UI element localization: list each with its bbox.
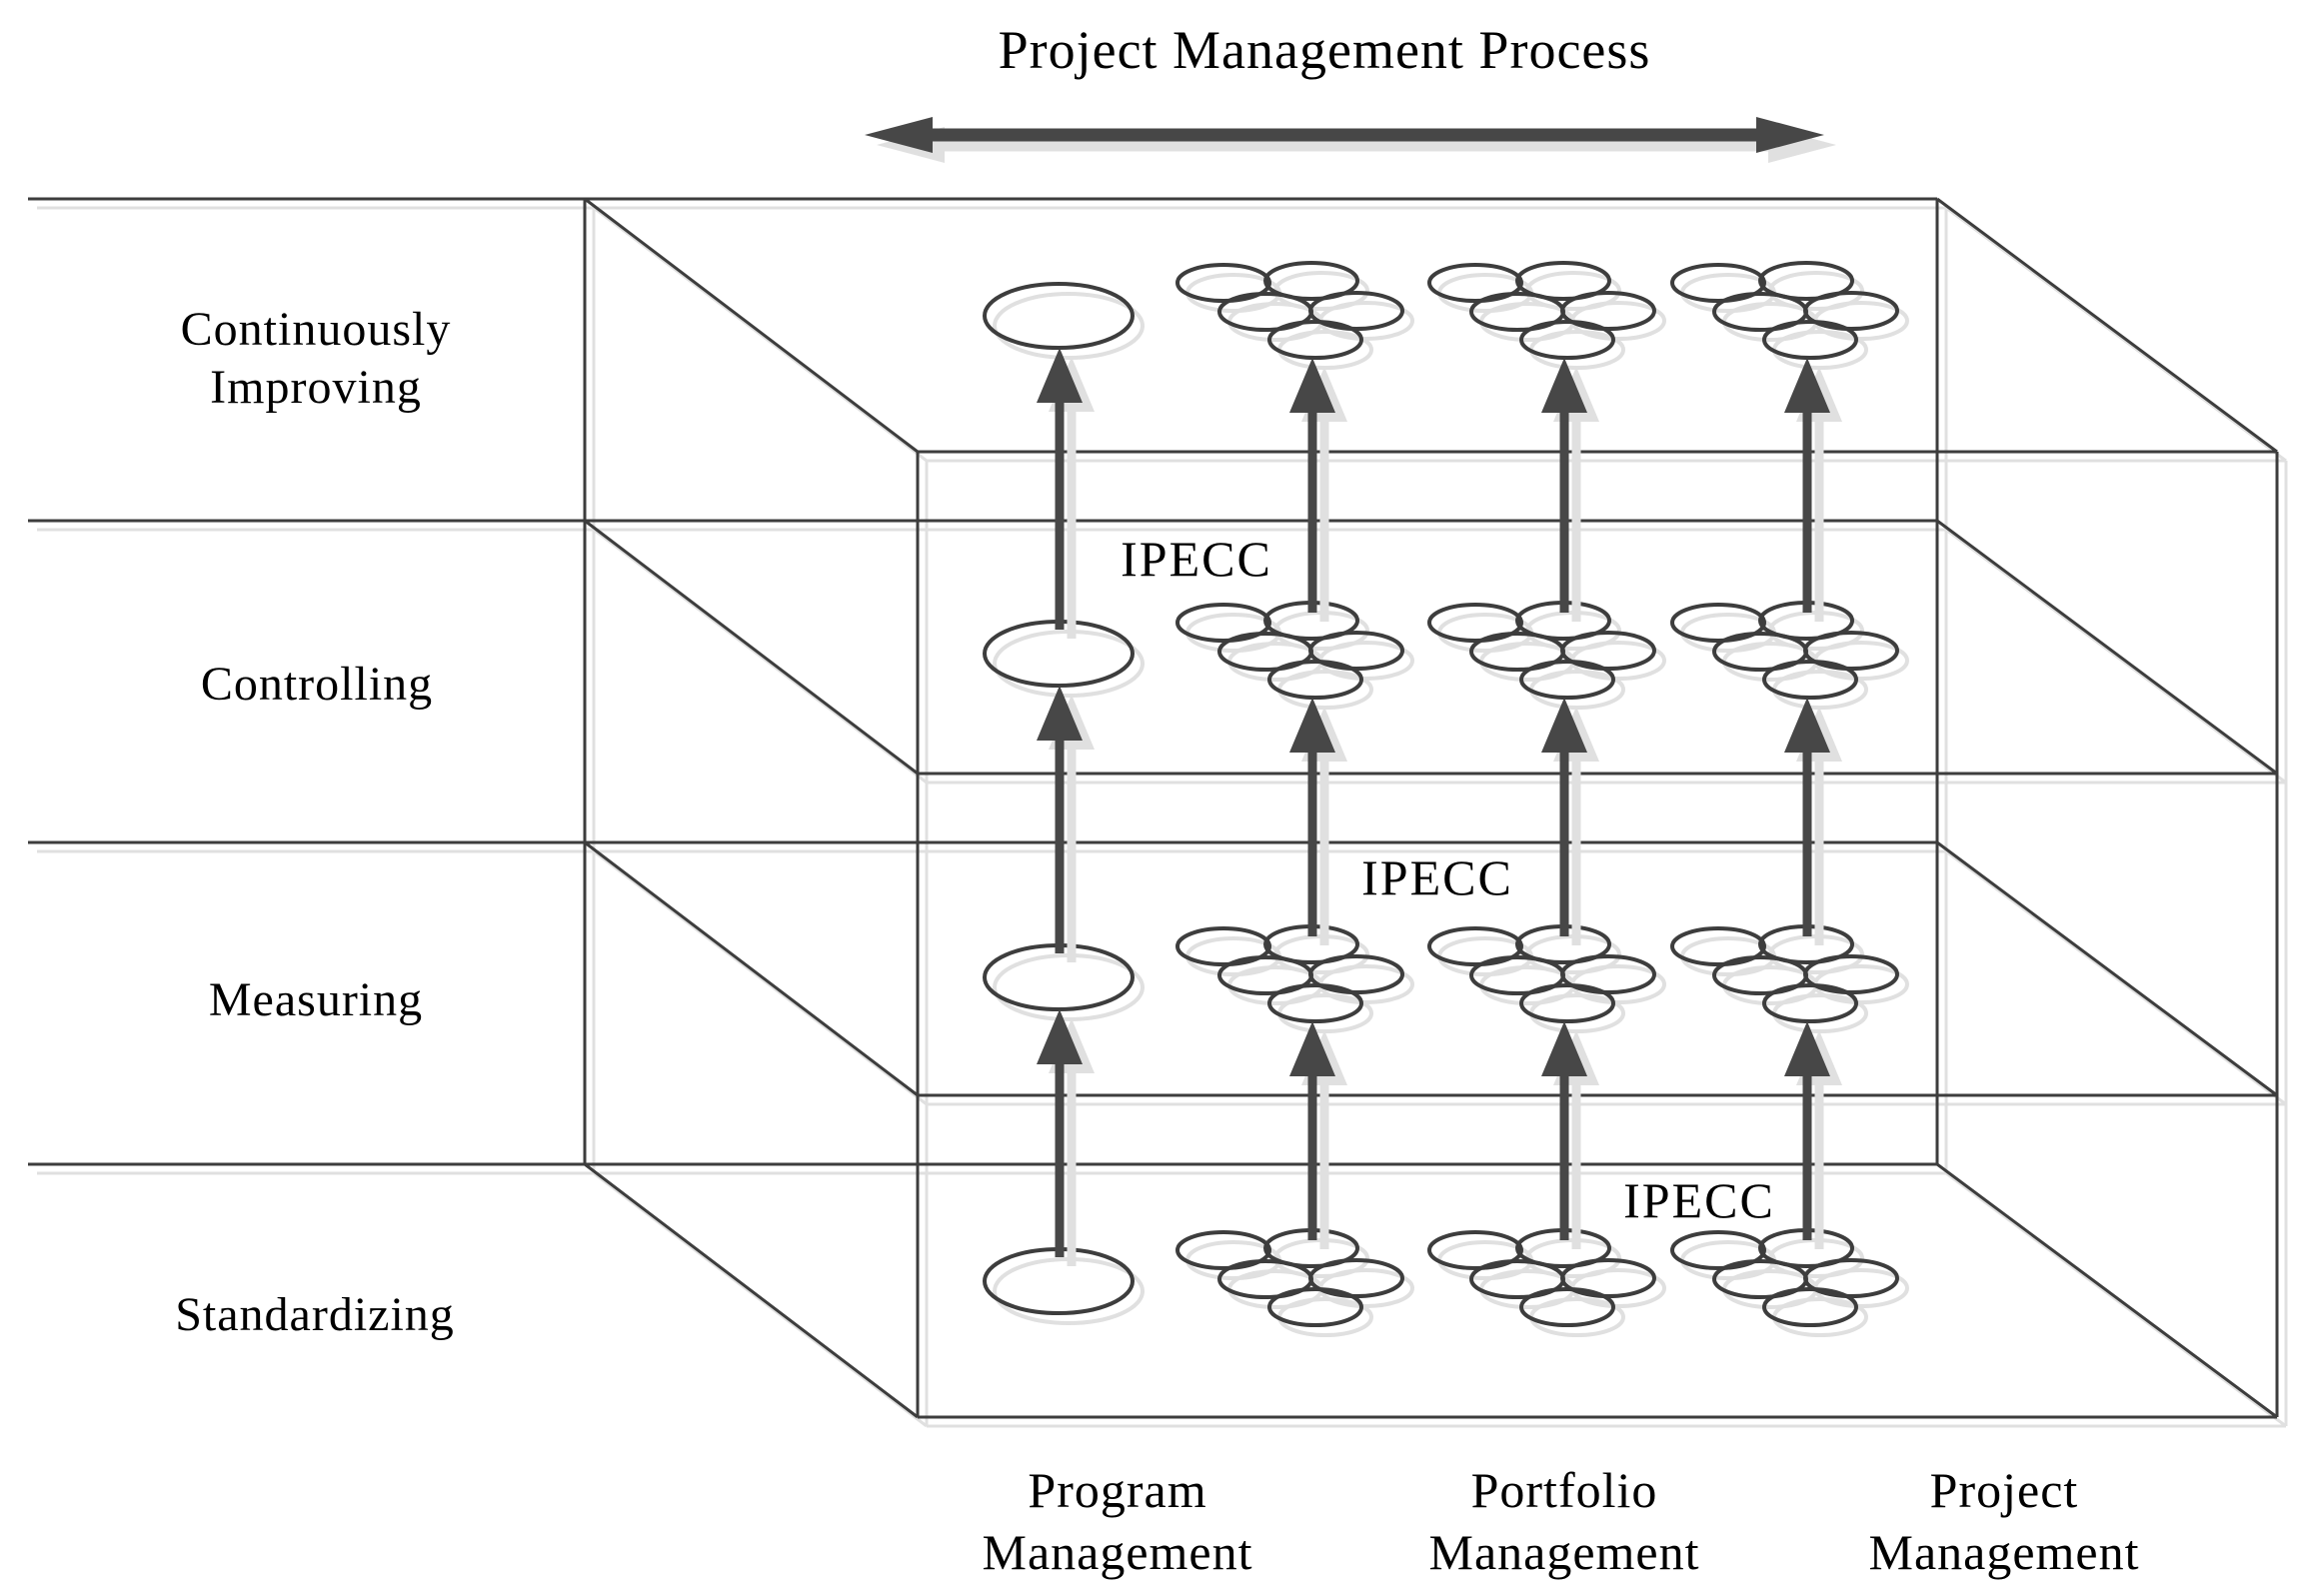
cluster-ellipse [1803, 291, 1899, 331]
up-arrow-icon [1784, 698, 1830, 936]
large-ellipse-shadow [993, 292, 1145, 360]
cluster-ellipse [1175, 603, 1271, 643]
row-label-continuously: Continuously [181, 303, 452, 356]
cluster-ellipse [1560, 631, 1656, 671]
cluster-ellipse [1267, 660, 1363, 700]
cluster-ellipse [1308, 1258, 1404, 1298]
up-arrow-icon [1289, 1021, 1335, 1240]
flow-arrows [865, 117, 1830, 1257]
col-label-program-1: Program [1028, 1462, 1206, 1518]
cluster-ellipse [1427, 263, 1523, 303]
cluster-ellipse [1560, 291, 1656, 331]
cluster-ellipse [1175, 263, 1271, 303]
cluster-ellipse [1670, 1230, 1766, 1270]
up-arrow-icon [1037, 686, 1083, 953]
cluster-ellipse [1519, 983, 1615, 1023]
cluster-ellipse [1560, 954, 1656, 994]
col-label-portfolio-1: Portfolio [1471, 1462, 1658, 1518]
up-arrow-shadow [1049, 357, 1095, 639]
cluster-ellipse [1267, 983, 1363, 1023]
large-ellipse [983, 282, 1135, 350]
wireframe-path [28, 197, 2279, 1419]
up-arrow-icon [1289, 358, 1335, 613]
wireframe-lines [28, 197, 2279, 1419]
wireframe-shadow-lines [37, 206, 2288, 1428]
cluster-ellipse [1762, 983, 1858, 1023]
cluster-ellipse [1175, 926, 1271, 966]
up-arrow-shadow [1553, 707, 1599, 945]
up-arrow-icon [1037, 348, 1083, 630]
col-label-portfolio-2: Management [1428, 1524, 1699, 1580]
cluster-ellipse [1515, 261, 1611, 301]
col-label-program-2: Management [982, 1524, 1252, 1580]
ipecc-label-3: IPECC [1623, 1172, 1775, 1228]
cluster-ellipse [1427, 1230, 1523, 1270]
cluster-ellipse [1267, 320, 1363, 360]
up-arrow-icon [1289, 698, 1335, 936]
text-layer: Project Management Process Continuously … [175, 20, 2139, 1580]
cluster-ellipse [1267, 1287, 1363, 1327]
cluster-ellipse [1670, 926, 1766, 966]
col-label-project-2: Management [1868, 1524, 2139, 1580]
cluster-ellipse [1758, 261, 1854, 301]
up-arrow-icon [1541, 358, 1587, 613]
double-headed-arrow-icon [865, 117, 1824, 153]
ipecc-label-2: IPECC [1361, 849, 1513, 905]
up-arrow-shadow [1796, 367, 1842, 622]
up-arrow-icon [1784, 358, 1830, 613]
up-arrow-icon [1541, 1021, 1587, 1240]
up-arrow-shadow [1049, 1018, 1095, 1266]
diagram-title: Project Management Process [999, 20, 1651, 80]
cluster-ellipse [1670, 603, 1766, 643]
up-arrow-icon [1037, 1009, 1083, 1257]
up-arrow-icon [1541, 698, 1587, 936]
col-label-project-1: Project [1930, 1462, 2079, 1518]
ipecc-label-1: IPECC [1121, 531, 1272, 587]
cluster-ellipse [1560, 1258, 1656, 1298]
row-label-measuring: Measuring [209, 973, 423, 1026]
cluster-ellipse [1263, 261, 1359, 301]
row-label-controlling: Controlling [201, 658, 433, 711]
cluster-ellipse [1762, 1287, 1858, 1327]
cluster-ellipse [1803, 1258, 1899, 1298]
cluster-ellipse [1308, 954, 1404, 994]
cluster-ellipse [1175, 1230, 1271, 1270]
cluster-ellipse [1308, 291, 1404, 331]
wireframe-shadow-path [37, 206, 2288, 1428]
cluster-ellipse [1427, 603, 1523, 643]
cluster-ellipse [1803, 631, 1899, 671]
cluster-ellipse [1519, 660, 1615, 700]
cluster-ellipse [1519, 320, 1615, 360]
up-arrow-icon [1784, 1021, 1830, 1240]
cluster-ellipse [1762, 320, 1858, 360]
cluster-ellipse [1308, 631, 1404, 671]
row-label-improving: Improving [210, 361, 422, 414]
cluster-ellipse [1670, 263, 1766, 303]
cluster-ellipse [1519, 1287, 1615, 1327]
up-arrow-shadow [1553, 367, 1599, 622]
up-arrow-shadow [1301, 707, 1347, 945]
cluster-ellipse [1803, 954, 1899, 994]
process-ellipses [983, 261, 1899, 1327]
up-arrow-shadow [1049, 695, 1095, 962]
up-arrow-shadow [1301, 367, 1347, 622]
process-axis-arrow-shadow [877, 127, 1836, 163]
cluster-ellipse [1427, 926, 1523, 966]
up-arrow-shadow [1796, 707, 1842, 945]
cluster-ellipse [1762, 660, 1858, 700]
row-label-standardizing: Standardizing [175, 1288, 455, 1341]
